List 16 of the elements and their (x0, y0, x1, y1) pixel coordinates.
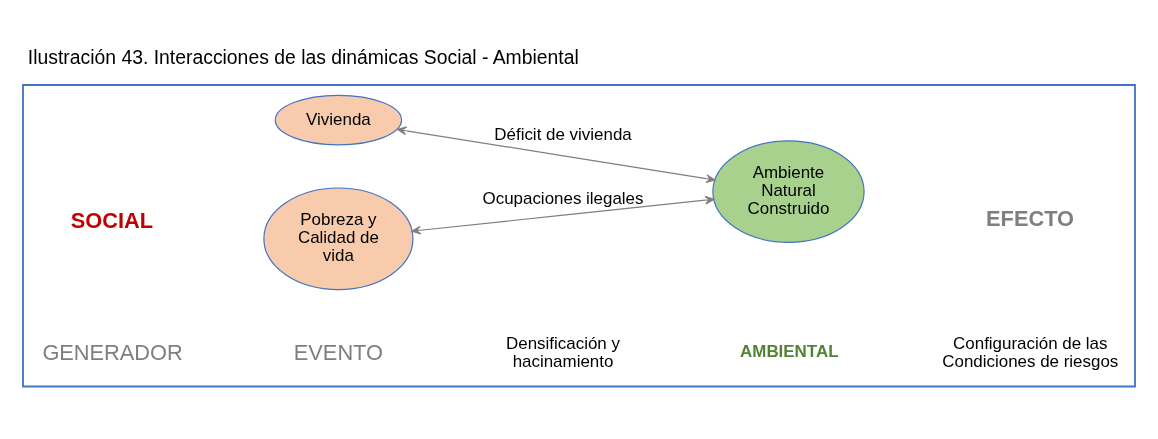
label: Configuración de las Condiciones de riesgos (942, 333, 1119, 371)
label: SOCIAL (70, 207, 154, 233)
edge-label: Ocupaciones ilegales (482, 188, 644, 208)
arrow (397, 125, 716, 183)
diagram-title: Ilustración 43. Interacciones de las dinámicas Social - Ambiental (27, 45, 579, 68)
edge-label: Déficit de vivienda (494, 124, 632, 144)
node-ellipse: Vivienda (274, 94, 403, 146)
node-ellipse: Ambiente Natural Construido (712, 139, 865, 243)
label: GENERADOR (42, 339, 183, 365)
label: EFECTO (986, 205, 1075, 231)
label: Densificación y hacinamiento (506, 333, 620, 371)
node-ellipse: Pobreza y Calidad de vida (263, 186, 414, 290)
cluster (22, 83, 1136, 387)
label: EVENTO (293, 339, 383, 365)
label: AMBIENTAL (740, 341, 839, 361)
arrow (411, 195, 715, 235)
